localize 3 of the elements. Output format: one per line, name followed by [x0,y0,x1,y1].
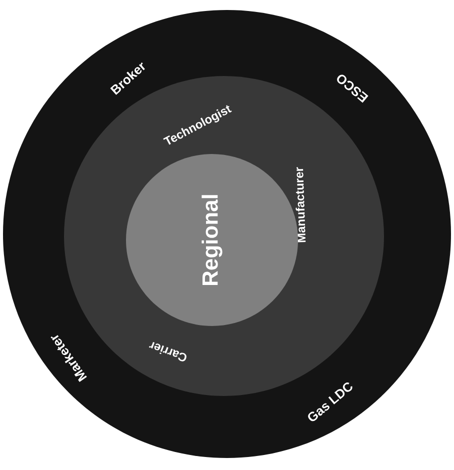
ring-label: Manufacturer [296,167,306,242]
ring-label: Carrier [148,342,186,362]
ring-label: Regional [202,195,222,285]
